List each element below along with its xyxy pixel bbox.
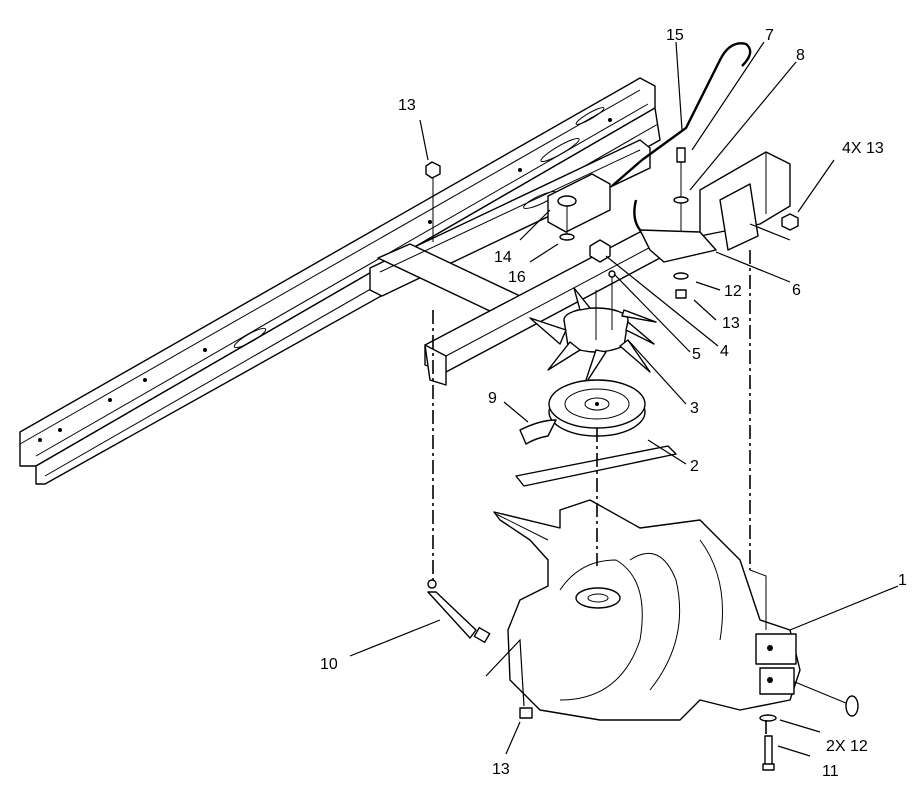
callout-16: 16 bbox=[508, 269, 526, 286]
frame-cross-member bbox=[369, 139, 651, 313]
axle-bolt bbox=[759, 714, 777, 771]
callout-7: 7 bbox=[765, 27, 774, 44]
callout-13-mid: 13 bbox=[722, 315, 740, 332]
callout-12-frame: 12 bbox=[724, 283, 742, 300]
callout-13-top: 13 bbox=[398, 97, 416, 114]
callout-10: 10 bbox=[320, 656, 338, 673]
idler-bolt-stack bbox=[639, 147, 717, 299]
cooling-fan bbox=[529, 287, 657, 387]
right-nut bbox=[781, 213, 799, 231]
callout-2: 2 bbox=[690, 458, 699, 475]
callout-6: 6 bbox=[792, 282, 801, 299]
callout-5: 5 bbox=[692, 346, 701, 363]
fan-hardware bbox=[589, 239, 616, 330]
top-nut bbox=[425, 161, 441, 242]
callout-13-right: 4X 13 bbox=[842, 140, 884, 157]
mounting-bracket bbox=[547, 173, 611, 241]
callout-3: 3 bbox=[690, 400, 699, 417]
callout-14: 14 bbox=[494, 249, 512, 266]
control-link bbox=[427, 579, 533, 719]
callout-8: 8 bbox=[796, 47, 805, 64]
assembly-centerlines bbox=[432, 250, 767, 736]
drive-pulley bbox=[548, 379, 646, 437]
frame-rail-left bbox=[19, 77, 661, 485]
transaxle bbox=[493, 499, 859, 721]
callout-13-bottom: 13 bbox=[492, 761, 510, 778]
callout-labels: 1 2 3 4 5 6 7 8 9 10 11 12 2X 12 13 4X 1… bbox=[320, 27, 907, 780]
callout-leaders bbox=[349, 41, 899, 757]
callout-15: 15 bbox=[666, 27, 684, 44]
frame-channel-right bbox=[699, 151, 791, 251]
callout-12-axle: 2X 12 bbox=[826, 738, 868, 755]
callout-4: 4 bbox=[720, 343, 729, 360]
callout-9: 9 bbox=[488, 390, 497, 407]
callout-11: 11 bbox=[822, 763, 839, 780]
callout-1: 1 bbox=[898, 572, 907, 589]
drive-belt bbox=[515, 419, 677, 487]
